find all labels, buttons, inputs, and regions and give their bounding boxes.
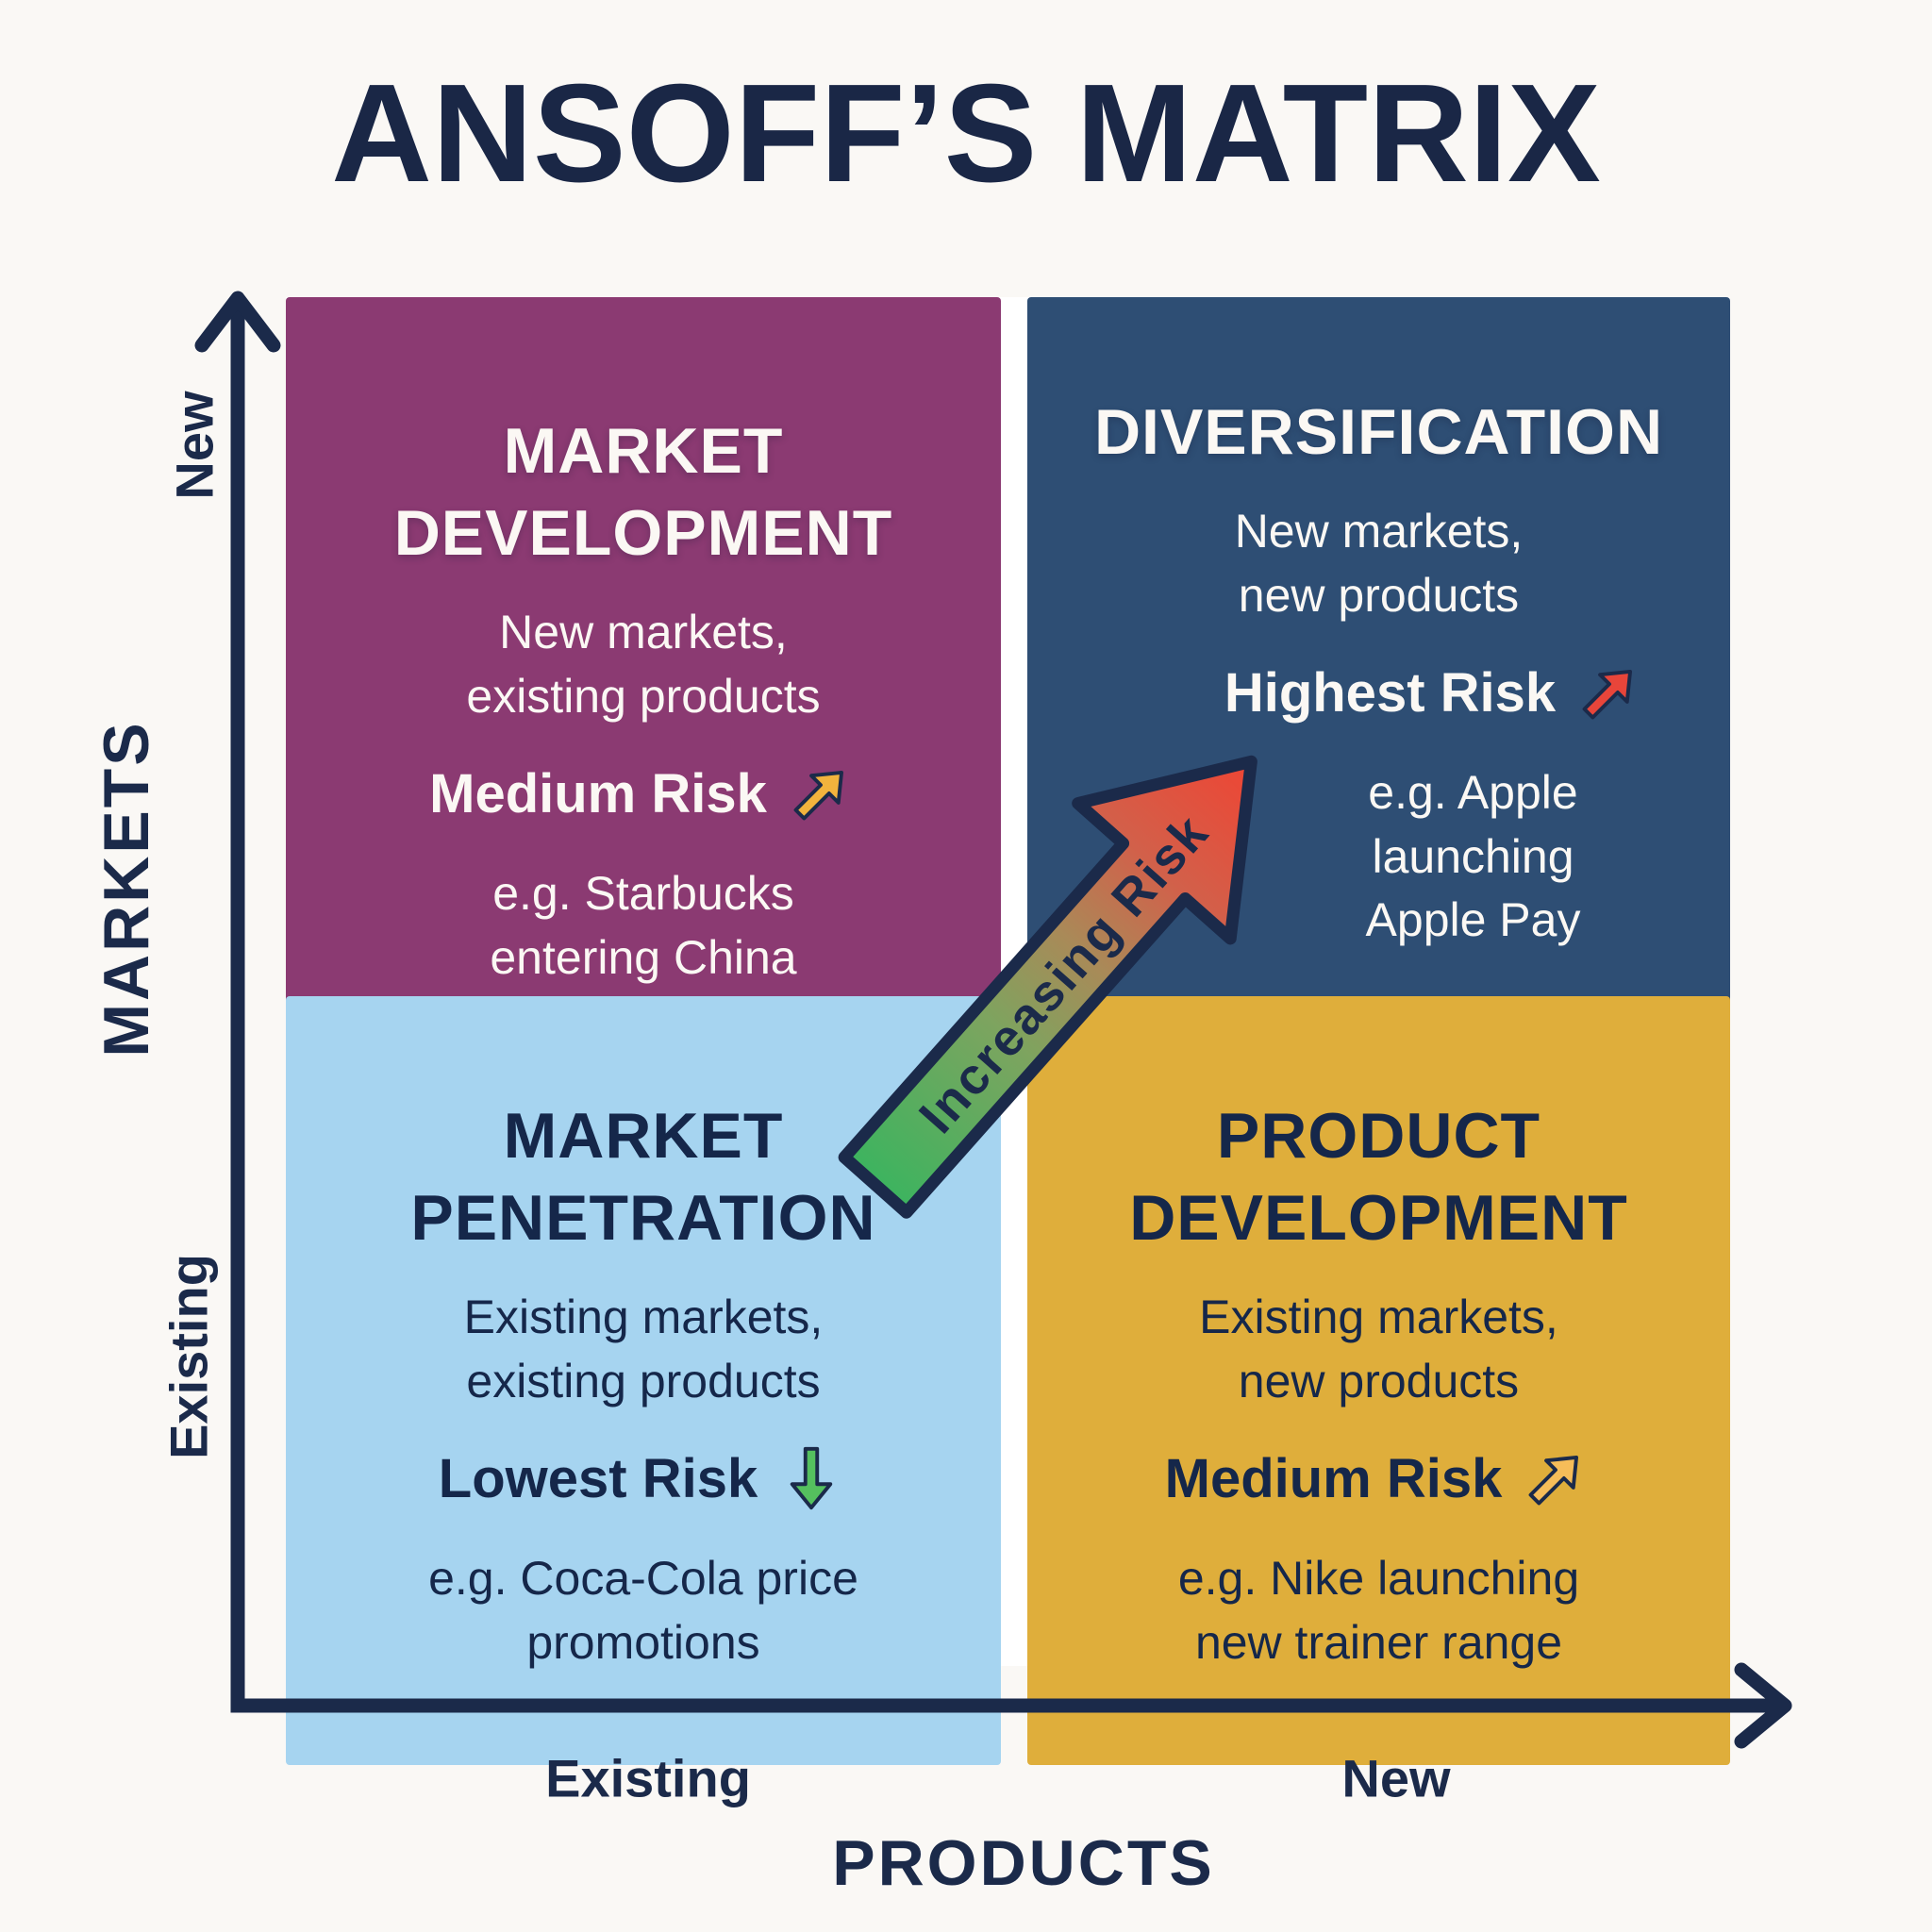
risk-label: Medium Risk [429,762,767,824]
risk-row: Highest Risk [1224,656,1646,729]
x-axis-arrowhead-icon [1734,1662,1792,1749]
quadrant-example: e.g. Starbucks entering China [490,867,797,984]
risk-label: Medium Risk [1164,1447,1503,1509]
quadrant-example: e.g. Coca-Cola price promotions [428,1552,858,1669]
risk-row: Medium Risk [1165,1441,1593,1515]
quadrant-title: MARKET PENETRATION [410,1100,876,1255]
quadrant-market-development: MARKET DEVELOPMENT New markets, existing… [286,297,1001,1085]
y-axis-title: MARKETS [91,720,162,1058]
quadrant-market-penetration: MARKET PENETRATION Existing markets, exi… [286,996,1001,1765]
quadrant-example: e.g. Nike launching new trainer range [1177,1552,1580,1669]
y-axis-arrowhead-icon [194,291,281,353]
quadrant-example: e.g. Apple launching Apple Pay [1365,766,1581,947]
quadrant-diversification: DIVERSIFICATION New markets, new product… [1027,297,1730,1066]
x-axis-left-label: Existing [545,1748,751,1808]
arrow-up-right-icon [793,771,843,821]
risk-row: Lowest Risk [439,1441,848,1515]
quadrant-description: New markets, existing products [466,606,821,723]
arrow-up-right-icon [1528,1456,1579,1506]
risk-label: Highest Risk [1224,661,1557,724]
risk-label: Lowest Risk [438,1447,758,1509]
quadrant-title: MARKET DEVELOPMENT [393,415,893,570]
x-axis-title: PRODUCTS [832,1827,1215,1899]
arrow-down-icon [790,1446,833,1510]
page-title: ANSOFF’S MATRIX [331,56,1601,211]
quadrant-description: Existing markets, new products [1199,1291,1558,1407]
quadrant-title: DIVERSIFICATION [1093,396,1664,468]
quadrant-description: New markets, new products [1234,505,1524,622]
arrow-up-right-icon [1582,670,1633,720]
risk-row: Medium Risk [429,757,858,830]
quadrant-title: PRODUCT DEVELOPMENT [1129,1100,1628,1255]
y-axis-bottom-label: Existing [158,1254,219,1459]
y-axis-top-label: New [164,391,225,500]
quadrant-description: Existing markets, existing products [463,1291,824,1407]
quadrant-product-development: PRODUCT DEVELOPMENT Existing markets, ne… [1027,996,1730,1765]
x-axis-right-label: New [1341,1748,1451,1808]
